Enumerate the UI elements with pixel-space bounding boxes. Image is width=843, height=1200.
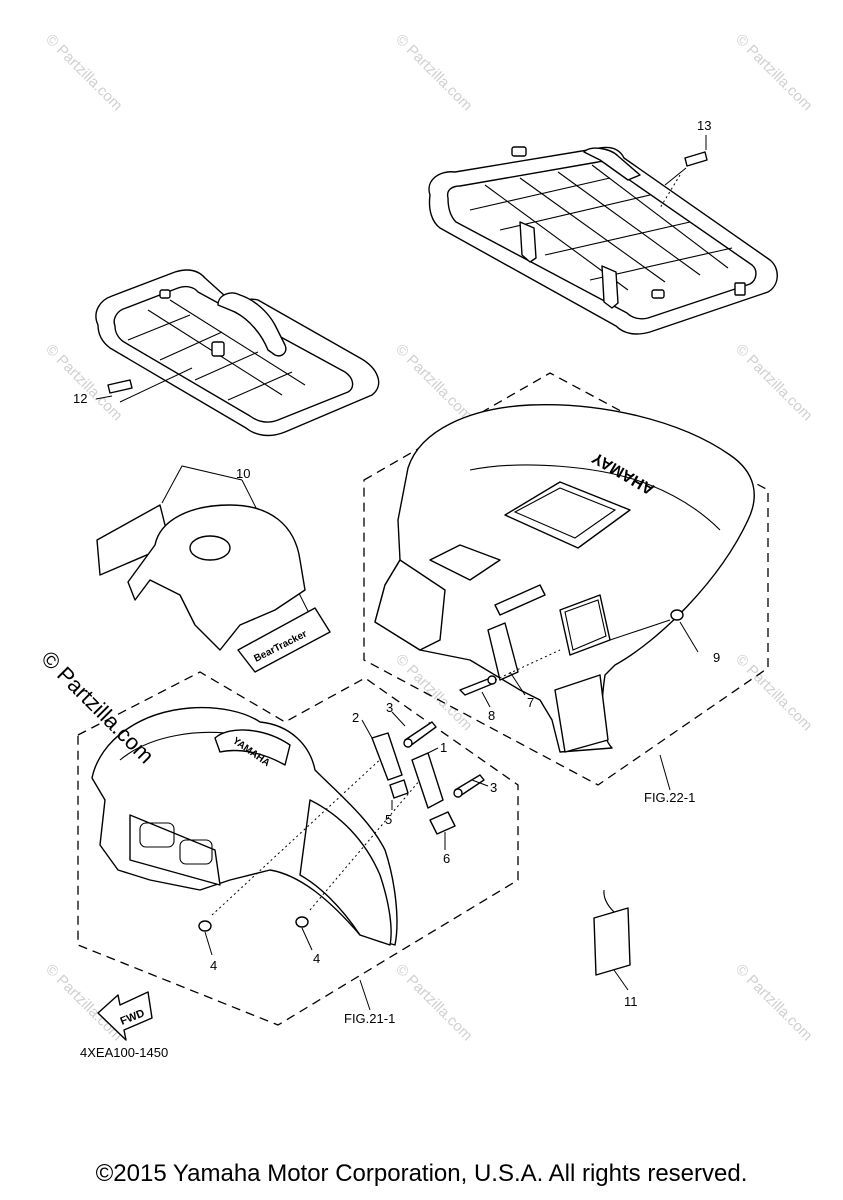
callouts: 1 2 3 3 4 4 5 6 7 8 9 10 11 12 13: [73, 118, 720, 1009]
rear-fender: YAMAHA: [374, 403, 755, 753]
watermark: © Partzilla.com: [392, 31, 475, 114]
callout-13: 13: [697, 118, 711, 133]
rivet-8: [459, 678, 493, 696]
washer-9: [670, 609, 684, 621]
fwd-arrow: FWD: [97, 991, 153, 1041]
watermark-prominent: © Partzilla.com: [36, 646, 159, 769]
callout-4-right: 4: [313, 951, 320, 966]
plate-5: [389, 779, 409, 799]
rear-carrier: [428, 135, 778, 335]
fig-ref-front-fender: FIG.21-1: [344, 1011, 395, 1026]
plate-7: [487, 622, 519, 681]
washer-4-right: [295, 916, 309, 928]
callout-1: 1: [440, 740, 447, 755]
callout-7: 7: [527, 695, 534, 710]
watermark: © Partzilla.com: [42, 341, 125, 424]
watermark: © Partzilla.com: [732, 341, 815, 424]
plate-2: [371, 732, 403, 781]
diagram-code: 4XEA100-1450: [80, 1045, 168, 1060]
callout-4-left: 4: [210, 958, 217, 973]
plate-1: [411, 752, 444, 809]
watermark: © Partzilla.com: [42, 31, 125, 114]
fig-ref-rear-fender: FIG.22-1: [644, 790, 695, 805]
front-fender: YAMAHA: [91, 706, 398, 946]
watermark: © Partzilla.com: [732, 31, 815, 114]
callout-5: 5: [385, 812, 392, 827]
watermark: © Partzilla.com: [732, 961, 815, 1044]
callout-8: 8: [488, 708, 495, 723]
callout-3-upper: 3: [386, 700, 393, 715]
rear-fender-boundary: [363, 372, 769, 786]
callout-6: 6: [443, 851, 450, 866]
tag-11: [593, 907, 631, 976]
copyright-notice: ©2015 Yamaha Motor Corporation, U.S.A. A…: [95, 1160, 748, 1187]
plate-6: [429, 811, 456, 835]
decal-set: BearTracker: [96, 465, 331, 673]
watermark: © Partzilla.com: [392, 341, 475, 424]
callout-12: 12: [73, 391, 87, 406]
callout-3-lower: 3: [490, 780, 497, 795]
callout-2: 2: [352, 710, 359, 725]
callout-10: 10: [236, 466, 250, 481]
front-fender-boundary: [77, 671, 519, 1026]
callout-9: 9: [713, 650, 720, 665]
watermark: © Partzilla.com: [732, 651, 815, 734]
front-carrier: [95, 269, 380, 437]
watermark: © Partzilla.com: [392, 961, 475, 1044]
washer-4-left: [198, 920, 212, 932]
callout-11: 11: [624, 994, 638, 1009]
